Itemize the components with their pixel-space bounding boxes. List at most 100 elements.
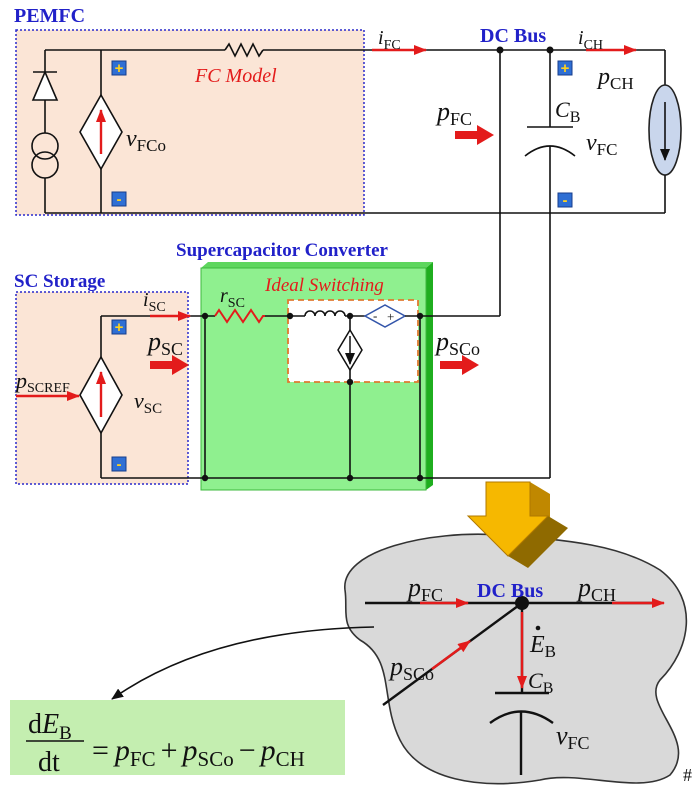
balance-c-b-subscript: B — [543, 680, 554, 697]
p-ch-symbol: p — [596, 64, 610, 90]
p-ch-label: pCH — [596, 64, 634, 93]
p-sco-subscript: SCo — [449, 339, 480, 359]
i-fc-subscript: FC — [384, 38, 401, 53]
balance-dc-bus-title: DC Bus — [477, 580, 543, 602]
i-ch-label: iCH — [578, 27, 603, 53]
p-fc-power-arrow — [455, 125, 494, 145]
sc-plus-sign: + — [115, 319, 124, 336]
formula-term3-subscript: CH — [276, 747, 305, 771]
bus-plus-terminal: + — [557, 60, 573, 77]
formula-term3-symbol: p — [259, 734, 276, 767]
sc-plus-terminal: + — [111, 319, 127, 336]
converter-junction-dot — [346, 378, 354, 386]
formula-term1-subscript: FC — [130, 747, 156, 771]
balance-e-b-subscript: B — [545, 642, 556, 661]
formula-numerator-d: d — [28, 709, 42, 740]
formula-right-side: =pFC+pSCo−pCH — [92, 734, 305, 771]
balance-p-ch-label: pCH — [576, 573, 616, 605]
balance-v-fc-label: vFC — [556, 721, 590, 753]
c-b-label: CB — [555, 97, 580, 126]
balance-p-sco-subscript: SCo — [403, 664, 434, 684]
v-fc-subscript: FC — [597, 140, 618, 159]
r-sc-symbol: r — [220, 285, 228, 307]
balance-c-b-symbol: C — [528, 668, 543, 693]
i-ch-symbol: i — [578, 27, 584, 49]
converter-block-side-face — [426, 262, 433, 490]
p-scref-label: pSCREF — [14, 368, 70, 396]
v-sc-subscript: SC — [144, 401, 162, 417]
transform-arrow — [466, 481, 568, 568]
formula-term2-subscript: SCo — [198, 747, 234, 771]
p-fc-subscript: FC — [450, 109, 472, 129]
p-sc-power-arrow — [150, 355, 189, 375]
p-sco-power-arrow — [440, 355, 479, 375]
converter-inductor — [304, 310, 346, 317]
v-fc-symbol: v — [586, 130, 597, 156]
pemfc-plus-terminal: + — [111, 60, 127, 77]
balance-e-b-label: EB — [529, 632, 556, 661]
fc-model-resistor — [224, 42, 264, 58]
p-sco-symbol: p — [434, 327, 449, 356]
balance-p-sco-symbol: p — [388, 652, 403, 681]
pemfc-plus-sign: + — [115, 60, 124, 77]
p-sc-label: pSC — [146, 327, 183, 359]
converter-junction-dot — [201, 474, 209, 482]
i-sc-label: iSC — [143, 289, 166, 315]
voltage-source-minus: - — [373, 308, 377, 323]
formula-term1-symbol: p — [113, 734, 130, 767]
v-fco-label: vFCo — [126, 126, 166, 155]
formula-numerator: dEB — [28, 709, 72, 744]
formula-numerator-e: E — [41, 709, 59, 740]
c-b-symbol: C — [555, 97, 570, 122]
curved-pointer-arrow — [111, 626, 375, 700]
formula-minus: − — [239, 734, 256, 767]
transform-arrow-front-face — [466, 481, 550, 557]
converter-junction-dot — [286, 312, 294, 320]
formula-term2-symbol: p — [181, 734, 198, 767]
sc-minus-sign: - — [117, 456, 122, 473]
p-sc-subscript: SC — [161, 339, 183, 359]
energy-balance-formula-box — [10, 700, 345, 775]
balance-p-fc-subscript: FC — [421, 585, 443, 605]
v-fc-label: vFC — [586, 130, 617, 159]
r-sc-resistor — [214, 308, 265, 324]
converter-junction-dot — [346, 474, 354, 482]
pemfc-box — [15, 29, 365, 216]
bus-minus-terminal: - — [557, 192, 573, 209]
v-fco-symbol: v — [126, 126, 137, 152]
p-fc-symbol: p — [435, 97, 450, 126]
i-fc-label: iFC — [378, 27, 401, 53]
transform-arrow-head-side — [508, 516, 568, 568]
balance-p-fc-label: pFC — [406, 573, 443, 605]
e-b-derivative-dot — [535, 625, 541, 631]
p-scref-subscript: SCREF — [27, 381, 70, 396]
balance-v-fc-symbol: v — [556, 721, 568, 750]
p-scref-symbol: p — [14, 368, 27, 393]
i-ch-subscript: CH — [584, 38, 603, 53]
balance-bus-node — [515, 596, 529, 610]
r-sc-label: rSC — [220, 285, 245, 311]
i-fc-symbol: i — [378, 27, 384, 49]
balance-e-b-symbol: E — [529, 632, 545, 658]
sc-storage-title: SC Storage — [14, 271, 105, 292]
i-sc-subscript: SC — [149, 300, 166, 315]
fc-diode-branch — [31, 50, 59, 213]
fc-model-label: FC Model — [194, 65, 277, 87]
balance-v-fc-subscript: FC — [568, 733, 590, 753]
sc-minus-terminal: - — [111, 456, 127, 473]
pemfc-minus-terminal: - — [111, 191, 127, 208]
formula-numerator-subscript: B — [59, 723, 72, 744]
balance-cap-bottom-plate — [489, 710, 554, 724]
voltage-source-plus: + — [387, 309, 394, 324]
v-sc-symbol: v — [134, 388, 144, 413]
balance-p-ch-symbol: p — [576, 573, 591, 602]
pemfc-title: PEMFC — [14, 5, 85, 27]
converter-junction-dot — [201, 312, 209, 320]
balance-c-b-label: CB — [528, 668, 553, 697]
converter-title: Supercapacitor Converter — [176, 240, 389, 261]
dc-bus-title: DC Bus — [480, 25, 546, 47]
c-b-subscript: B — [570, 109, 581, 126]
p-sc-symbol: p — [146, 327, 161, 356]
p-sco-label: pSCo — [434, 327, 480, 359]
p-ch-subscript: CH — [610, 74, 634, 93]
